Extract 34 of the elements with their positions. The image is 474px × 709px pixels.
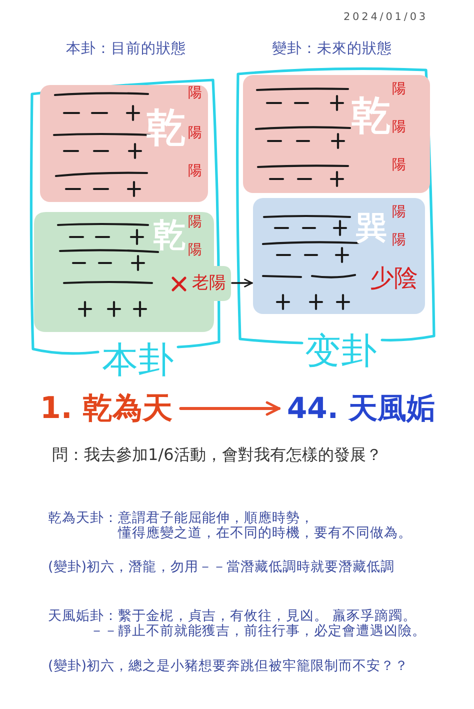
hexagram-title: 44. 天風姤 bbox=[287, 394, 436, 423]
arrow bbox=[179, 401, 280, 416]
bracket-label: 变卦 bbox=[305, 334, 377, 370]
line-label: 陽 bbox=[392, 158, 406, 172]
trigram-panel bbox=[253, 198, 425, 314]
trigram-name: 乾 bbox=[351, 96, 391, 136]
paragraph: 乾為天卦：意謂君子能屈能伸，順應時勢，懂得應變之道，在不同的時機，要有不同做為。 bbox=[48, 511, 412, 541]
trigram-panel bbox=[243, 75, 430, 193]
bracket-label: 本卦 bbox=[102, 343, 174, 379]
line-label: 陽 bbox=[392, 82, 406, 96]
trigram-name: 乾 bbox=[146, 108, 186, 148]
line-label: 老陽 bbox=[192, 275, 226, 292]
trigram-name: 乾 bbox=[153, 218, 186, 251]
line-label: 陽 bbox=[188, 126, 202, 140]
arrow bbox=[231, 278, 253, 288]
line-label: 少陰 bbox=[370, 266, 418, 290]
paragraph: (變卦)初六，潛龍，勿用－－當潛藏低調時就要潛藏低調 bbox=[48, 561, 395, 574]
column-heading: 本卦：目前的狀態 bbox=[66, 42, 186, 56]
trigram-panel bbox=[34, 212, 231, 332]
hexagram-title: 1. 乾為天 bbox=[40, 394, 173, 424]
line-label: 陽 bbox=[188, 86, 202, 100]
line-label: 陽 bbox=[188, 215, 202, 229]
line-label: 陽 bbox=[392, 120, 406, 134]
line-label: 陽 bbox=[188, 243, 202, 257]
paragraph: 天風姤卦：繫于金柅，貞吉，有攸往，見凶。 羸豕孚蹢躅。－－靜止不前就能獲吉，前往行事，必定會遭遇凶險。 bbox=[48, 609, 426, 639]
date-text: 2024/01/03 bbox=[343, 12, 428, 22]
line-label: 陽 bbox=[392, 205, 406, 219]
trigram-panel bbox=[40, 85, 208, 202]
question-text: 問：我去參加1/6活動，會對我有怎樣的發展？ bbox=[52, 447, 382, 463]
column-heading: 變卦：未來的狀態 bbox=[272, 42, 392, 56]
line-label: 陽 bbox=[188, 164, 202, 178]
line-label: 陽 bbox=[392, 233, 406, 247]
paragraph: (變卦)初六，總之是小豬想要奔跳但被牢籠限制而不安？？ bbox=[48, 660, 409, 674]
trigram-name: 巽 bbox=[356, 213, 387, 244]
